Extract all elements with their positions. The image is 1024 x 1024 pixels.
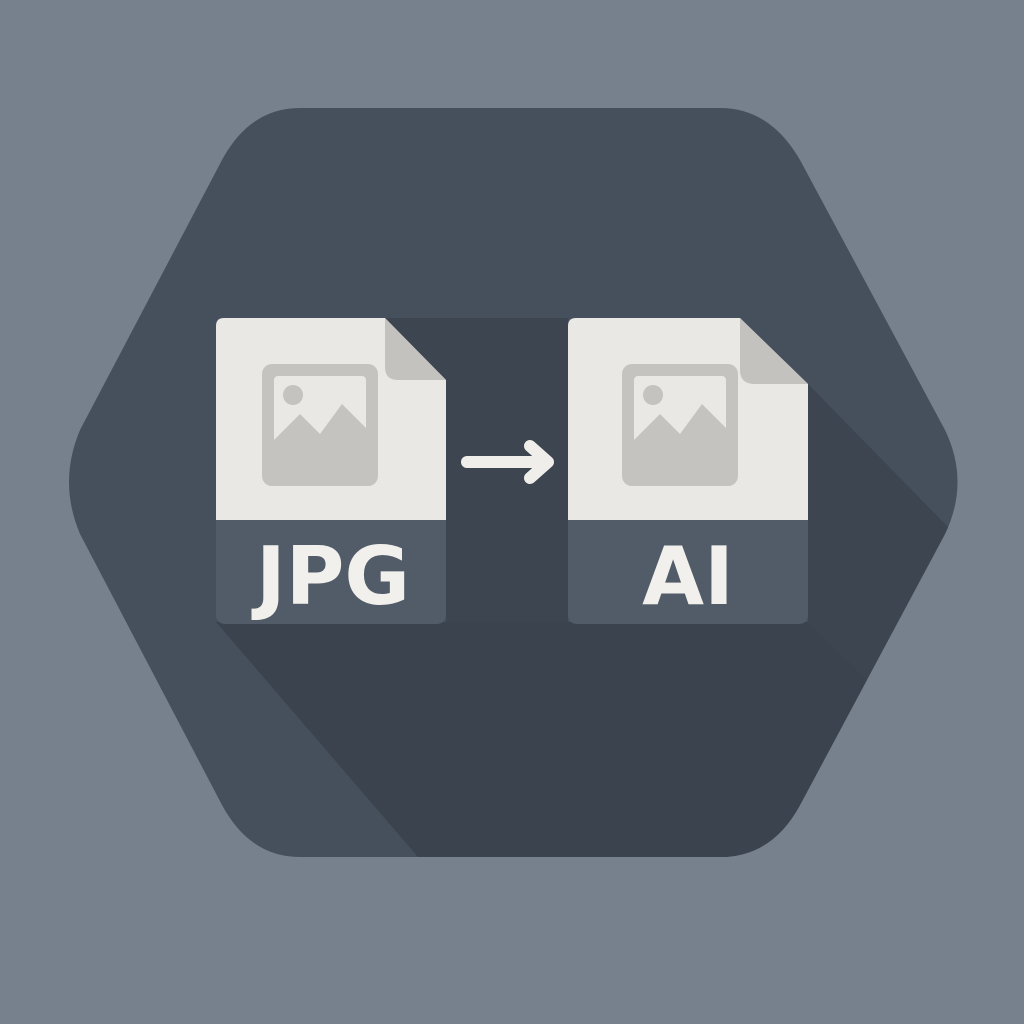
target-label-band [568, 520, 808, 624]
source-label-band [216, 520, 446, 624]
target-fold [740, 318, 808, 384]
target-file-label: AI [642, 530, 734, 623]
image-icon [622, 364, 738, 486]
source-file: JPG [216, 318, 446, 624]
source-fold [385, 318, 446, 380]
arrow-right-icon [461, 440, 554, 484]
image-icon [262, 364, 378, 486]
source-file-label: JPG [251, 530, 410, 623]
target-file: AI [568, 318, 808, 624]
